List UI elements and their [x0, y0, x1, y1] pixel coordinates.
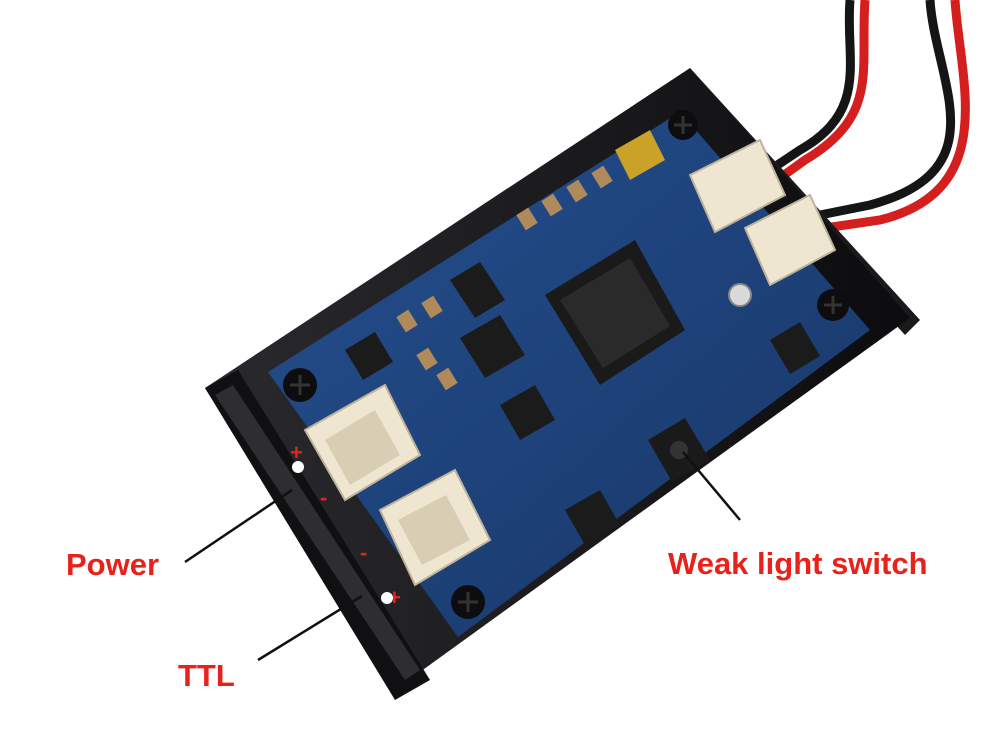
- mounting-screws: [283, 110, 849, 619]
- callout-lines: [184, 451, 741, 662]
- inductor: [545, 240, 685, 385]
- pin-marks: + - - +: [290, 440, 401, 610]
- power-connector: [303, 383, 422, 502]
- pin-mark-minus: -: [320, 485, 327, 510]
- wire-harness: [767, 0, 970, 233]
- pin-mark-plus: +: [388, 585, 401, 610]
- ttl-connector: [378, 468, 492, 587]
- trimmer-potentiometer: [728, 283, 752, 307]
- power-label: Power: [66, 547, 160, 582]
- integrated-circuits: [345, 130, 820, 545]
- pin-mark-minus: -: [360, 540, 367, 565]
- smd-components: [396, 165, 613, 391]
- weak-light-switch-label: Weak light switch: [668, 546, 928, 581]
- ttl-label: TTL: [178, 658, 235, 693]
- output-connectors: [688, 138, 837, 287]
- pin-mark-plus: +: [290, 440, 303, 465]
